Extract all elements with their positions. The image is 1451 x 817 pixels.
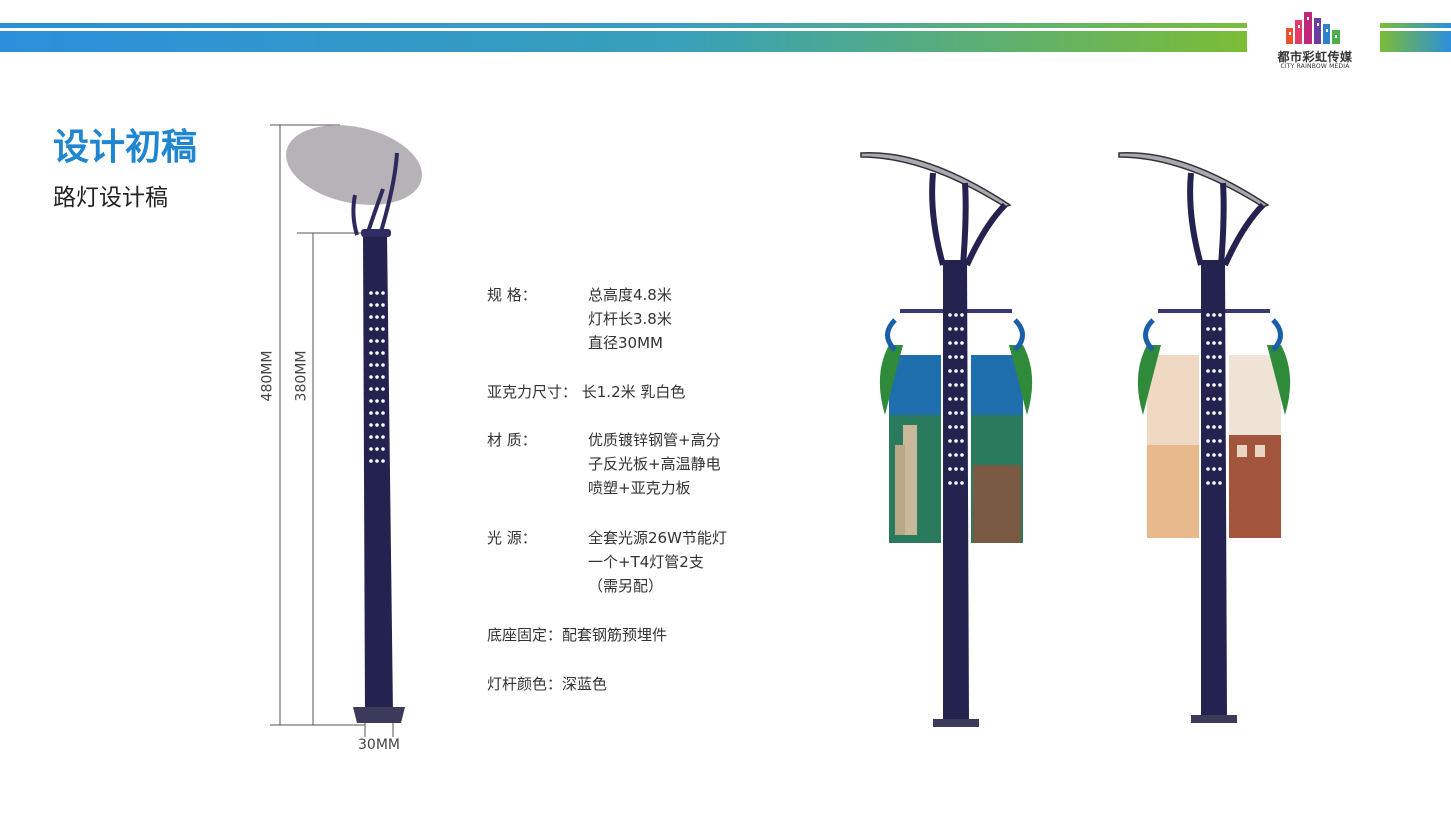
spec-material-line-2: 子反光板+高温静电 (588, 455, 721, 473)
pole-light-dots (369, 291, 385, 463)
spec-size-line-1: 总高度4.8米 (588, 286, 672, 304)
logo-name-en: CITY RAINBOW MEDIA (1280, 63, 1350, 70)
city-skyline-logo-icon (1286, 12, 1340, 44)
spec-light-line-2: 一个+T4灯管2支 (588, 553, 704, 571)
lamp-technical-drawing (270, 124, 422, 737)
spec-acrylic: 亚克力尺寸： 长1.2米 乳白色 (487, 383, 686, 401)
header-gradient-bar (0, 23, 1247, 52)
spec-size-line-3: 直径30MM (588, 334, 663, 352)
lamp-with-banners-1 (860, 151, 1033, 727)
spec-light-line-3: （需另配） (588, 577, 664, 595)
logo-name-cn: 都市彩虹传媒 (1277, 50, 1353, 64)
dimension-lines (270, 124, 394, 737)
header-thick-stripe-right (1380, 31, 1451, 52)
lamp-base (353, 707, 405, 723)
spec-base: 底座固定：配套钢筋预埋件 (487, 626, 668, 644)
spec-size-line-2: 灯杆长3.8米 (588, 310, 672, 328)
dimension-diameter: 30MM (358, 737, 400, 753)
header-gradient-bar-right (1380, 23, 1451, 52)
lamp-with-banners-2 (1118, 151, 1291, 723)
header-thick-stripe (0, 31, 1247, 52)
header-thin-stripe-right (1380, 23, 1451, 28)
lamp-shade (286, 125, 422, 205)
spec-material-line-1: 优质镀锌钢管+高分 (588, 431, 721, 449)
spec-pole-color: 灯杆颜色：深蓝色 (487, 675, 608, 693)
spec-light-key: 光 源： (487, 529, 537, 547)
spec-light-line-1: 全套光源26W节能灯 (588, 529, 727, 547)
spec-material-key: 材 质： (487, 431, 537, 449)
dimension-total-height: 480MM (259, 350, 276, 402)
spec-material-line-3: 喷塑+亚克力板 (588, 479, 691, 497)
spec-size-key: 规 格： (487, 286, 537, 304)
header-thin-stripe (0, 23, 1247, 28)
page-title: 设计初稿 (53, 127, 198, 168)
dimension-pole-height: 380MM (293, 350, 310, 402)
company-logo: 都市彩虹传媒 CITY RAINBOW MEDIA (1270, 6, 1360, 70)
page-subtitle: 路灯设计稿 (53, 185, 168, 211)
